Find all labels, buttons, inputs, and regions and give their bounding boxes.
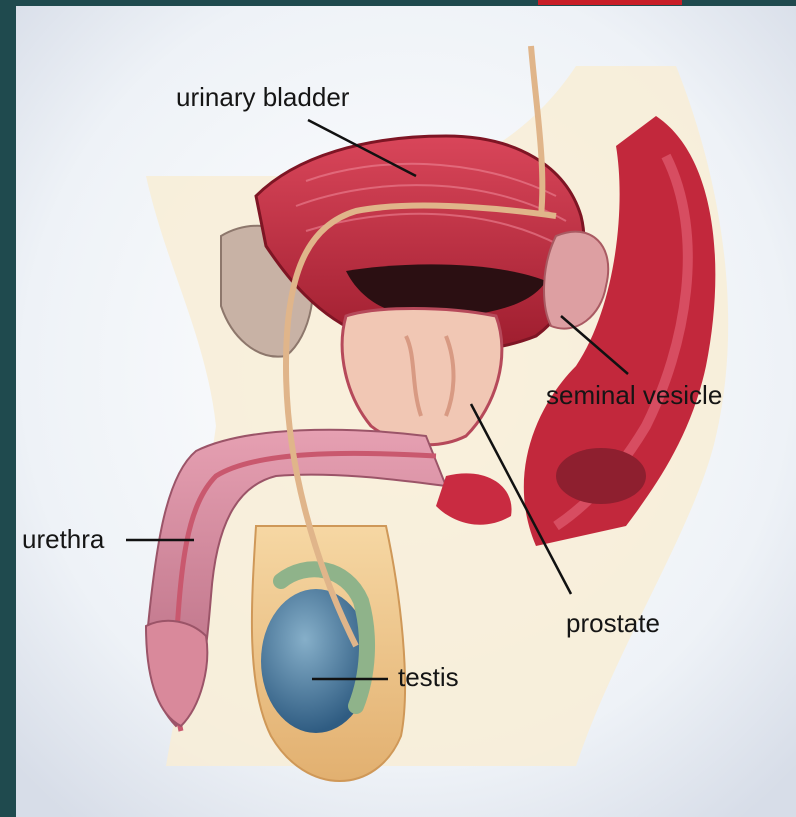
anal-sphincter — [556, 448, 646, 504]
label-prostate: prostate — [566, 610, 660, 636]
label-urinary-bladder: urinary bladder — [176, 84, 349, 110]
label-urethra: urethra — [22, 526, 104, 552]
label-testis: testis — [398, 664, 459, 690]
anatomy-illustration: urinary bladder seminal vesicle urethra … — [16, 6, 796, 817]
slide-accent-bar — [538, 0, 682, 5]
label-seminal-vesicle: seminal vesicle — [546, 382, 722, 408]
